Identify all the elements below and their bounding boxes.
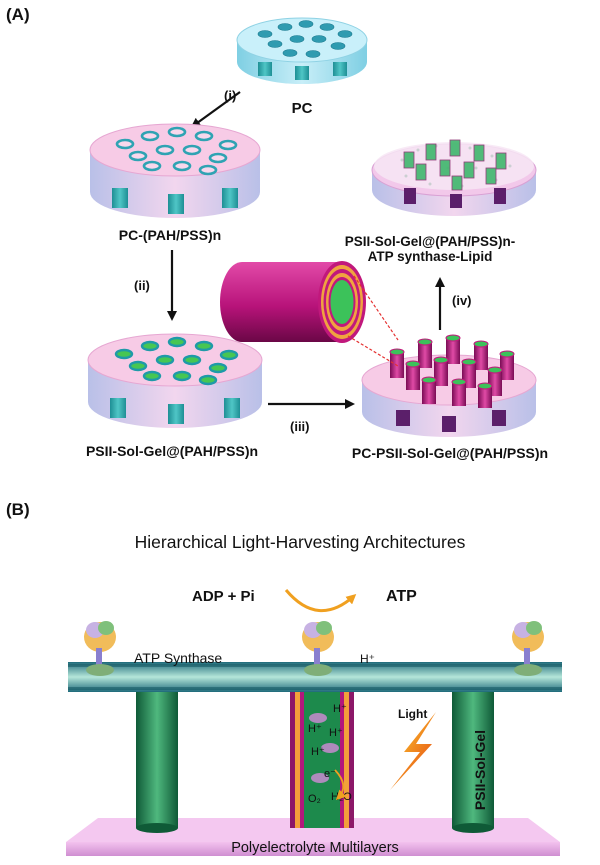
pillar-right <box>452 690 494 833</box>
o2-label: O₂ <box>308 793 321 805</box>
h-plus-pore-2: H⁺ <box>308 723 322 735</box>
tube-inset <box>220 261 366 343</box>
h-plus-pore-3: H⁺ <box>329 727 343 739</box>
atp-synthase-left <box>84 621 116 676</box>
electron-path-arrow <box>334 769 347 801</box>
psii-sol-gel-disc <box>87 333 263 428</box>
pc-psii-label: PC-PSII-Sol-Gel@(PAH/PSS)n <box>352 445 548 461</box>
final-label-line1: PSII-Sol-Gel@(PAH/PSS)n- <box>345 234 515 249</box>
zoom-guide-top <box>353 275 399 341</box>
pillar-left <box>136 690 178 833</box>
adp-to-atp-arrow <box>284 589 357 612</box>
psii-sol-gel-label: PSII-Sol-Gel@(PAH/PSS)n <box>86 443 258 459</box>
panel-b-label: (B) <box>6 500 30 519</box>
h-plus-pore-4: H⁺ <box>311 746 325 758</box>
panel-a-label: (A) <box>6 5 30 24</box>
panel-b-title: Hierarchical Light-Harvesting Architectu… <box>135 532 466 552</box>
light-bolt <box>390 712 436 790</box>
lipid-capped-disc <box>371 139 537 216</box>
psii-sol-gel-pillar-label: PSII-Sol-Gel <box>472 730 488 810</box>
step-iii-label: (iii) <box>290 419 310 434</box>
atp-synthase-center <box>302 621 334 676</box>
step-ii-label: (ii) <box>134 278 150 293</box>
light-label: Light <box>398 707 427 721</box>
electron-label: e⁻ <box>324 768 336 780</box>
pc-pah-pss-label: PC-(PAH/PSS)n <box>119 227 221 243</box>
pc-pah-pss-disc <box>89 123 261 218</box>
h-plus-outside-label: H⁺ <box>360 652 375 666</box>
pc-label: PC <box>292 100 313 117</box>
final-label-line2: ATP synthase-Lipid <box>368 249 493 264</box>
h-plus-pore-1: H⁺ <box>333 703 347 715</box>
pc-psii-disc <box>361 334 537 437</box>
polyelectrolyte-base <box>66 818 560 856</box>
step-iv-label: (iv) <box>452 293 472 308</box>
center-pore <box>290 690 354 828</box>
arrow-step-i <box>190 91 241 128</box>
atp-label: ATP <box>386 588 417 605</box>
atp-synthase-right <box>512 621 544 676</box>
multilayers-label: Polyelectrolyte Multilayers <box>231 840 399 856</box>
adp-pi-label: ADP + Pi <box>192 588 255 605</box>
step-i-label: (i) <box>224 88 236 103</box>
atp-synthase-label: ATP Synthase <box>134 650 222 666</box>
pc-disc <box>236 17 368 84</box>
